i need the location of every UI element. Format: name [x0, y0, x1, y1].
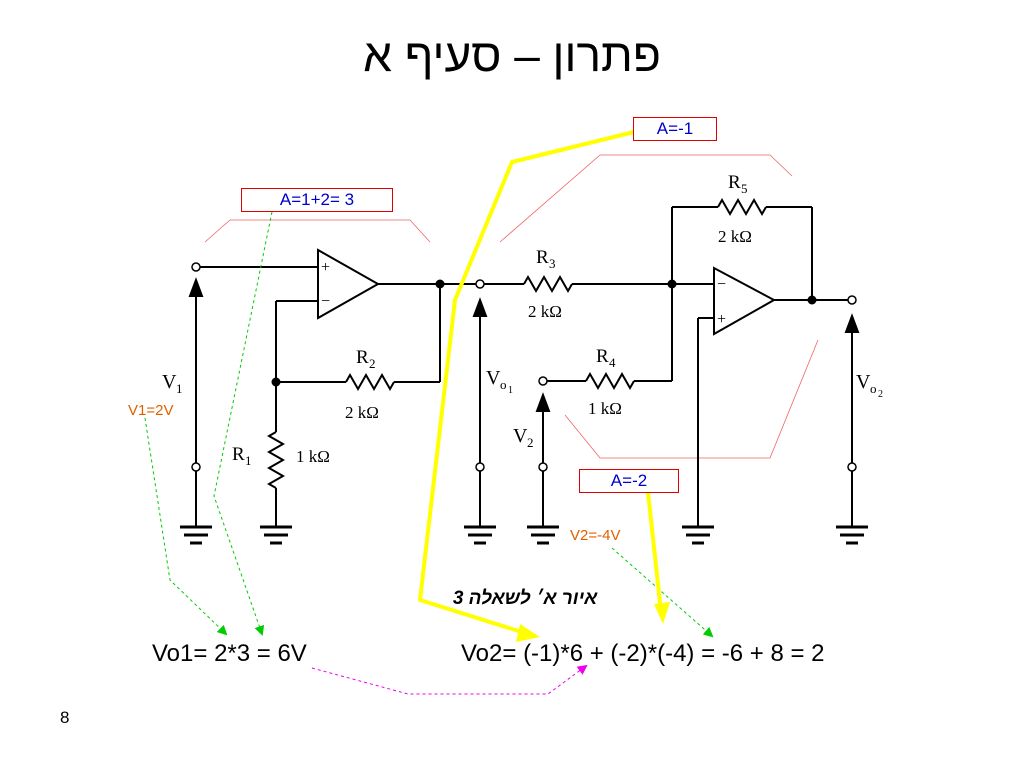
op-amp-1-wiring: [275, 283, 480, 526]
gain-box-v2-path: A=-2: [579, 469, 679, 493]
resistor-r3: [523, 274, 573, 294]
resistor-r4: [585, 371, 635, 391]
vo1-subsub: 1: [508, 385, 513, 396]
r3-sub: 3: [549, 256, 556, 271]
r1-value: 1 kΩ: [296, 447, 330, 466]
yellow-arrows: [418, 130, 663, 636]
page-number: 8: [60, 708, 70, 727]
r5-name: R: [728, 172, 741, 193]
r1-sub: 1: [245, 453, 252, 468]
ground-v2: [527, 525, 559, 545]
r4-value: 1 kΩ: [588, 399, 622, 418]
node-vo2: [807, 295, 817, 305]
yellow-arrowhead-1: [516, 624, 540, 642]
resistor-r1: [266, 431, 286, 489]
annotation-lines: [204, 154, 819, 459]
gain-box-v1-path: A=-1: [633, 117, 717, 141]
r3-name: R: [536, 247, 549, 268]
op-amp-1-plus: +: [321, 259, 330, 276]
r3-value: 2 kΩ: [528, 302, 562, 321]
v2-label: V: [513, 425, 528, 447]
ground-v1: [180, 525, 212, 545]
equation-vo1: Vo1= 2*3 = 6V: [152, 640, 307, 667]
vo2-sub: o: [870, 381, 877, 396]
v1-source: [188, 262, 318, 526]
ground-vo2: [836, 525, 868, 545]
node-r1r2: [271, 377, 281, 387]
ground-vo1: [464, 525, 496, 545]
ground-opamp2: [682, 525, 714, 545]
node-r3r4: [667, 279, 677, 289]
vo1-terminal: [472, 279, 524, 526]
magenta-pointer: [311, 664, 588, 695]
v2-value-note: V2=-4V: [570, 527, 621, 544]
r4-sub: 4: [609, 355, 616, 370]
r5-value: 2 kΩ: [718, 227, 752, 246]
v2-sub: 2: [527, 435, 534, 450]
v2-source: [535, 376, 586, 526]
vo1-label: V: [486, 367, 501, 389]
r1-name: R: [232, 444, 245, 465]
green-pointers: [144, 211, 714, 638]
resistor-r2: [345, 372, 395, 392]
yellow-arrowhead-2: [654, 602, 670, 624]
r2-name: R: [356, 347, 369, 368]
resistor-r5: [717, 197, 767, 217]
op-amp-1-minus: −: [321, 293, 330, 310]
v1-sub: 1: [176, 381, 183, 396]
r4-name: R: [596, 346, 609, 367]
v1-label: V: [162, 371, 177, 393]
vo2-subsub: 2: [878, 389, 883, 400]
r2-sub: 2: [369, 356, 376, 371]
op-amp-2: [713, 266, 777, 336]
op-amp-2-minus: −: [717, 276, 726, 293]
vo2-terminal: [844, 295, 860, 526]
node-vo1: [435, 279, 445, 289]
circuit-caption: איור א׳ לשאלה 3: [452, 588, 598, 609]
op-amp-2-plus: +: [717, 311, 726, 328]
r2-value: 2 kΩ: [345, 403, 379, 422]
ground-r1: [260, 525, 292, 545]
slide-title: פתרון – סעיף א: [363, 29, 661, 81]
vo1-sub: o: [500, 377, 507, 392]
r5-sub: 5: [741, 181, 748, 196]
gain-box-first-stage: A=1+2= 3: [241, 188, 393, 212]
vo2-label: V: [856, 371, 871, 393]
equation-vo2: Vo2= (-1)*6 + (-2)*(-4) = -6 + 8 = 2: [461, 640, 825, 667]
op-amp-2-wiring: [671, 206, 848, 526]
v1-value-note: V1=2V: [128, 402, 174, 419]
op-amp-1: [317, 248, 381, 320]
